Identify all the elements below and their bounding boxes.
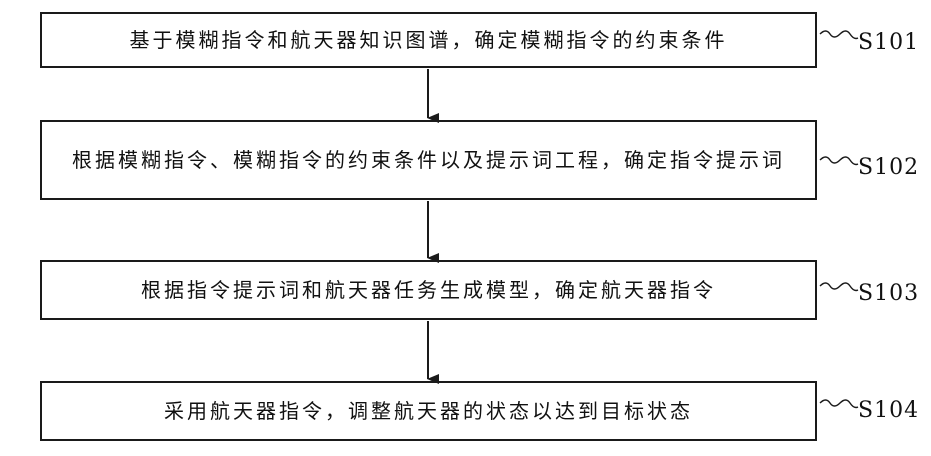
flow-step-box: 根据模糊指令、模糊指令的约束条件以及提示词工程，确定指令提示词 bbox=[40, 120, 817, 200]
flow-step-text: 根据指令提示词和航天器任务生成模型，确定航天器指令 bbox=[127, 275, 730, 305]
flow-step-box: 采用航天器指令，调整航天器的状态以达到目标状态 bbox=[40, 381, 817, 441]
flow-step-text: 基于模糊指令和航天器知识图谱，确定模糊指令的约束条件 bbox=[116, 25, 742, 55]
flow-step-box: 基于模糊指令和航天器知识图谱，确定模糊指令的约束条件 bbox=[40, 12, 817, 68]
leader-line bbox=[820, 400, 858, 408]
leader-line bbox=[820, 283, 858, 291]
leader-line bbox=[820, 31, 858, 39]
step-label: S104 bbox=[858, 398, 919, 423]
step-label: S102 bbox=[858, 155, 919, 180]
flow-step-text: 采用航天器指令，调整航天器的状态以达到目标状态 bbox=[150, 396, 707, 426]
step-label: S103 bbox=[858, 281, 919, 306]
leader-line bbox=[820, 157, 858, 165]
flow-step-box: 根据指令提示词和航天器任务生成模型，确定航天器指令 bbox=[40, 260, 817, 320]
step-label: S101 bbox=[858, 30, 919, 55]
flow-step-text: 根据模糊指令、模糊指令的约束条件以及提示词工程，确定指令提示词 bbox=[58, 145, 799, 175]
